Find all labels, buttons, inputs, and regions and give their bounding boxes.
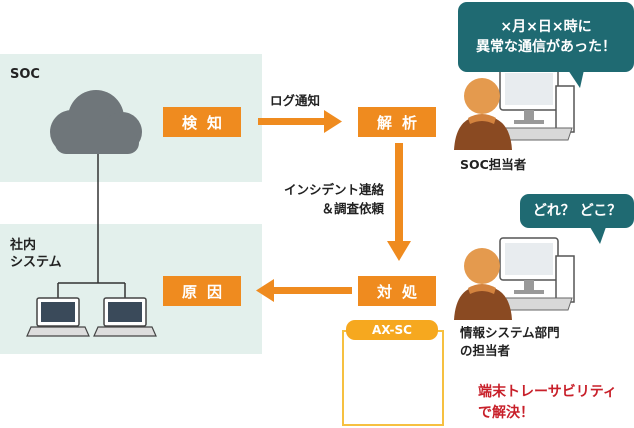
- speech-bubble-soc: ×月×日×時に 異常な通信があった！: [458, 2, 634, 72]
- arrow-respond-to-cause: [256, 279, 352, 302]
- speech-tail-soc: [568, 70, 584, 88]
- step-respond: 対処: [358, 276, 436, 306]
- arrow-detect-to-analyze: [258, 110, 342, 133]
- speech-tail-it: [590, 227, 606, 244]
- person-at-computer-icon: [454, 237, 575, 320]
- step-detect: 検知: [163, 107, 241, 137]
- speech-bubble-it: どれ？ どこ？: [520, 194, 634, 228]
- laptop-icon: [26, 297, 90, 337]
- result-text: 端末トレーサビリティ で解決！: [478, 384, 617, 421]
- ax-sc-tag: AX-SC: [346, 320, 438, 340]
- ax-sc-frame: [342, 330, 444, 426]
- step-analyze: 解析: [358, 107, 436, 137]
- soc-staff-label: SOC担当者: [460, 157, 527, 172]
- internal-zone-label: 社内 システム: [10, 238, 62, 270]
- flow-label-incident-contact: インシデント連絡 ＆調査依頼: [284, 182, 385, 216]
- arrow-analyze-to-respond: [387, 143, 411, 261]
- person-at-computer-icon: [454, 67, 575, 150]
- it-staff-label: 情報システム部門 の担当者: [460, 325, 560, 358]
- laptop-icon: [93, 297, 157, 337]
- network-lines: [57, 152, 126, 300]
- soc-zone-label: SOC: [10, 67, 40, 82]
- step-cause: 原因: [163, 276, 241, 306]
- cloud-icon: [50, 90, 142, 154]
- flow-label-log-notify: ログ通知: [270, 93, 321, 108]
